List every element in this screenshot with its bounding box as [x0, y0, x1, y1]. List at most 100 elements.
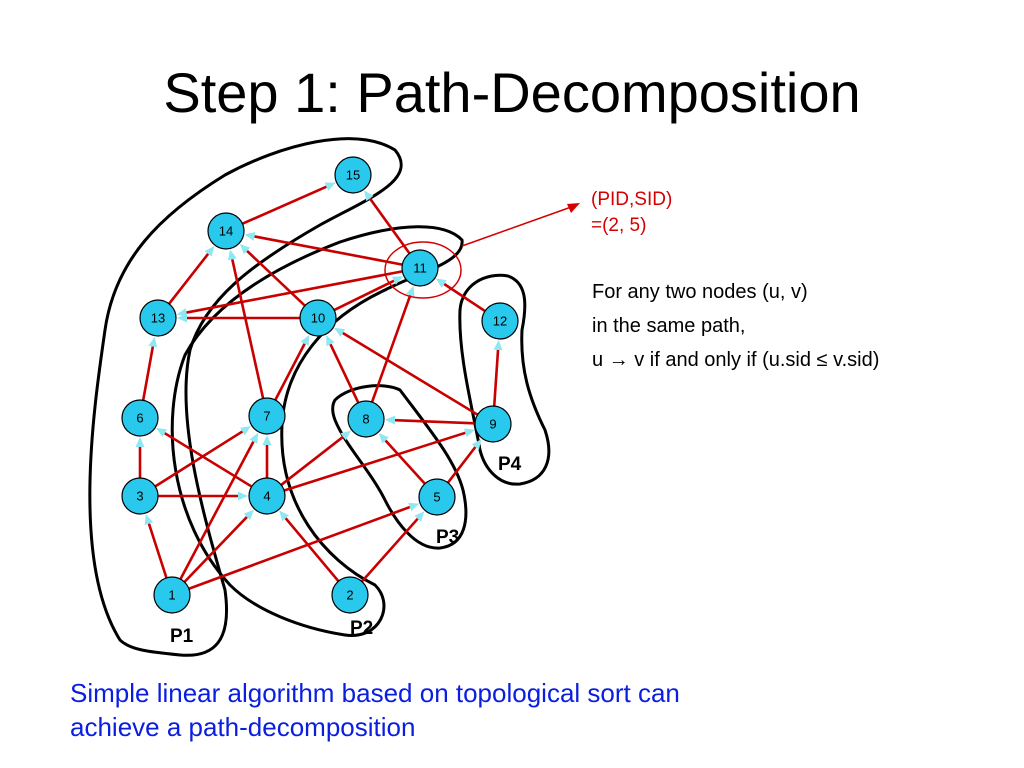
annotation-pointer-line: [461, 205, 575, 247]
arrowhead-2-4: [279, 510, 290, 522]
edge-10-14: [246, 249, 306, 307]
path-outline-p2: [170, 225, 464, 637]
path-label-p2: P2: [350, 618, 373, 639]
edge-14-15: [241, 185, 327, 225]
node-1: [153, 576, 191, 614]
arrowhead-8-10: [326, 335, 335, 347]
edge-5-8: [384, 439, 426, 485]
node-11: [401, 249, 439, 287]
arrowhead-10-11: [391, 276, 403, 285]
node-7: [248, 397, 286, 435]
edge-4-8: [280, 435, 344, 486]
node-4: [248, 477, 286, 515]
slide-title: Step 1: Path-Decomposition: [163, 61, 861, 124]
arrowhead-4-7: [262, 435, 272, 445]
arrowhead-11-14: [244, 232, 256, 241]
arrowhead-5-9: [471, 439, 482, 450]
edge-7-14: [231, 259, 265, 399]
arrowhead-10-14: [239, 244, 251, 255]
node-14: [207, 212, 245, 250]
node-label-5: 5: [433, 490, 440, 505]
arrowhead-12-11: [435, 278, 447, 288]
arrowhead-1-5: [408, 502, 420, 512]
rule-line-3: u → v if and only if (u.sid ≤ v.sid): [592, 348, 879, 372]
node-label-3: 3: [136, 489, 143, 504]
node-8: [347, 400, 385, 438]
arrowhead-14-15: [324, 182, 336, 191]
path-label-p4: P4: [498, 454, 522, 475]
node-label-7: 7: [263, 409, 270, 424]
leq-symbol: ≤: [816, 349, 828, 371]
node-label-11: 11: [413, 261, 427, 276]
edges: [135, 182, 503, 590]
path-outline-p3: [331, 384, 468, 550]
edge-11-13: [186, 270, 403, 314]
arrowhead-1-7: [249, 432, 259, 444]
footer-line-1: Simple linear algorithm based on topolog…: [70, 678, 680, 708]
node-2: [331, 576, 369, 614]
arrowhead-3-7: [240, 426, 251, 436]
arrowhead-7-14: [227, 249, 237, 261]
node-label-4: 4: [263, 489, 270, 504]
rule-end: v.sid): [827, 349, 880, 371]
edge-2-5: [360, 517, 419, 583]
arrowhead-8-11: [405, 285, 415, 297]
arrowhead-4-9: [464, 428, 475, 438]
edge-4-9: [283, 431, 466, 492]
node-label-2: 2: [346, 588, 353, 603]
node-label-14: 14: [219, 224, 233, 239]
rule-line-1: For any two nodes (u, v): [592, 281, 808, 303]
node-6: [121, 399, 159, 437]
arrowhead-6-13: [148, 336, 158, 348]
node-label-12: 12: [493, 314, 507, 329]
arrowhead-4-6: [156, 427, 168, 438]
arrowhead-13-14: [204, 245, 215, 257]
edge-10-11: [333, 279, 395, 312]
footer-text: Simple linear algorithm based on topolog…: [70, 676, 680, 744]
edge-12-11: [443, 282, 486, 313]
node-label-9: 9: [489, 417, 496, 432]
edge-9-8: [394, 418, 476, 425]
node-3: [121, 477, 159, 515]
edge-7-10: [274, 343, 306, 401]
arrowhead-9-12: [493, 339, 503, 351]
node-15: [334, 156, 372, 194]
edge-9-12: [492, 349, 500, 407]
node-label-13: 13: [151, 311, 165, 326]
edge-6-13: [141, 346, 155, 401]
node-label-15: 15: [346, 168, 360, 183]
edge-11-14: [254, 235, 403, 266]
node-5: [418, 478, 456, 516]
arrowhead-1-4: [243, 509, 254, 521]
node-12: [481, 302, 519, 340]
footer-line-2: achieve a path-decomposition: [70, 712, 416, 742]
node-label-10: 10: [311, 311, 325, 326]
edge-1-3: [147, 523, 168, 579]
edge-9-10: [342, 331, 479, 416]
edge-11-15: [368, 197, 411, 255]
path-label-p1: P1: [170, 626, 194, 647]
arrowhead-1-3: [144, 514, 154, 525]
edge-8-11: [370, 294, 412, 403]
path-outline-p4: [458, 273, 551, 486]
annotation-line-1: (PID,SID): [591, 189, 673, 210]
node-label-6: 6: [136, 411, 143, 426]
arrowhead-5-8: [378, 433, 389, 444]
arrowhead-3-4: [238, 491, 248, 501]
edge-1-4: [183, 516, 248, 583]
edge-2-4: [284, 517, 340, 583]
rule-middle: v if and only if (u.sid: [628, 349, 817, 371]
rule-u: u: [592, 349, 604, 371]
path-outlines: [88, 137, 551, 657]
highlight-ellipse-node-11: [384, 241, 462, 299]
annotation-line-2: =(2, 5): [591, 215, 647, 236]
node-10: [299, 299, 337, 337]
edge-1-7: [179, 441, 255, 580]
arrowhead-4-8: [340, 430, 352, 441]
edge-8-10: [329, 343, 360, 404]
node-13: [139, 299, 177, 337]
edge-5-9: [446, 446, 477, 484]
edge-1-5: [188, 505, 411, 590]
